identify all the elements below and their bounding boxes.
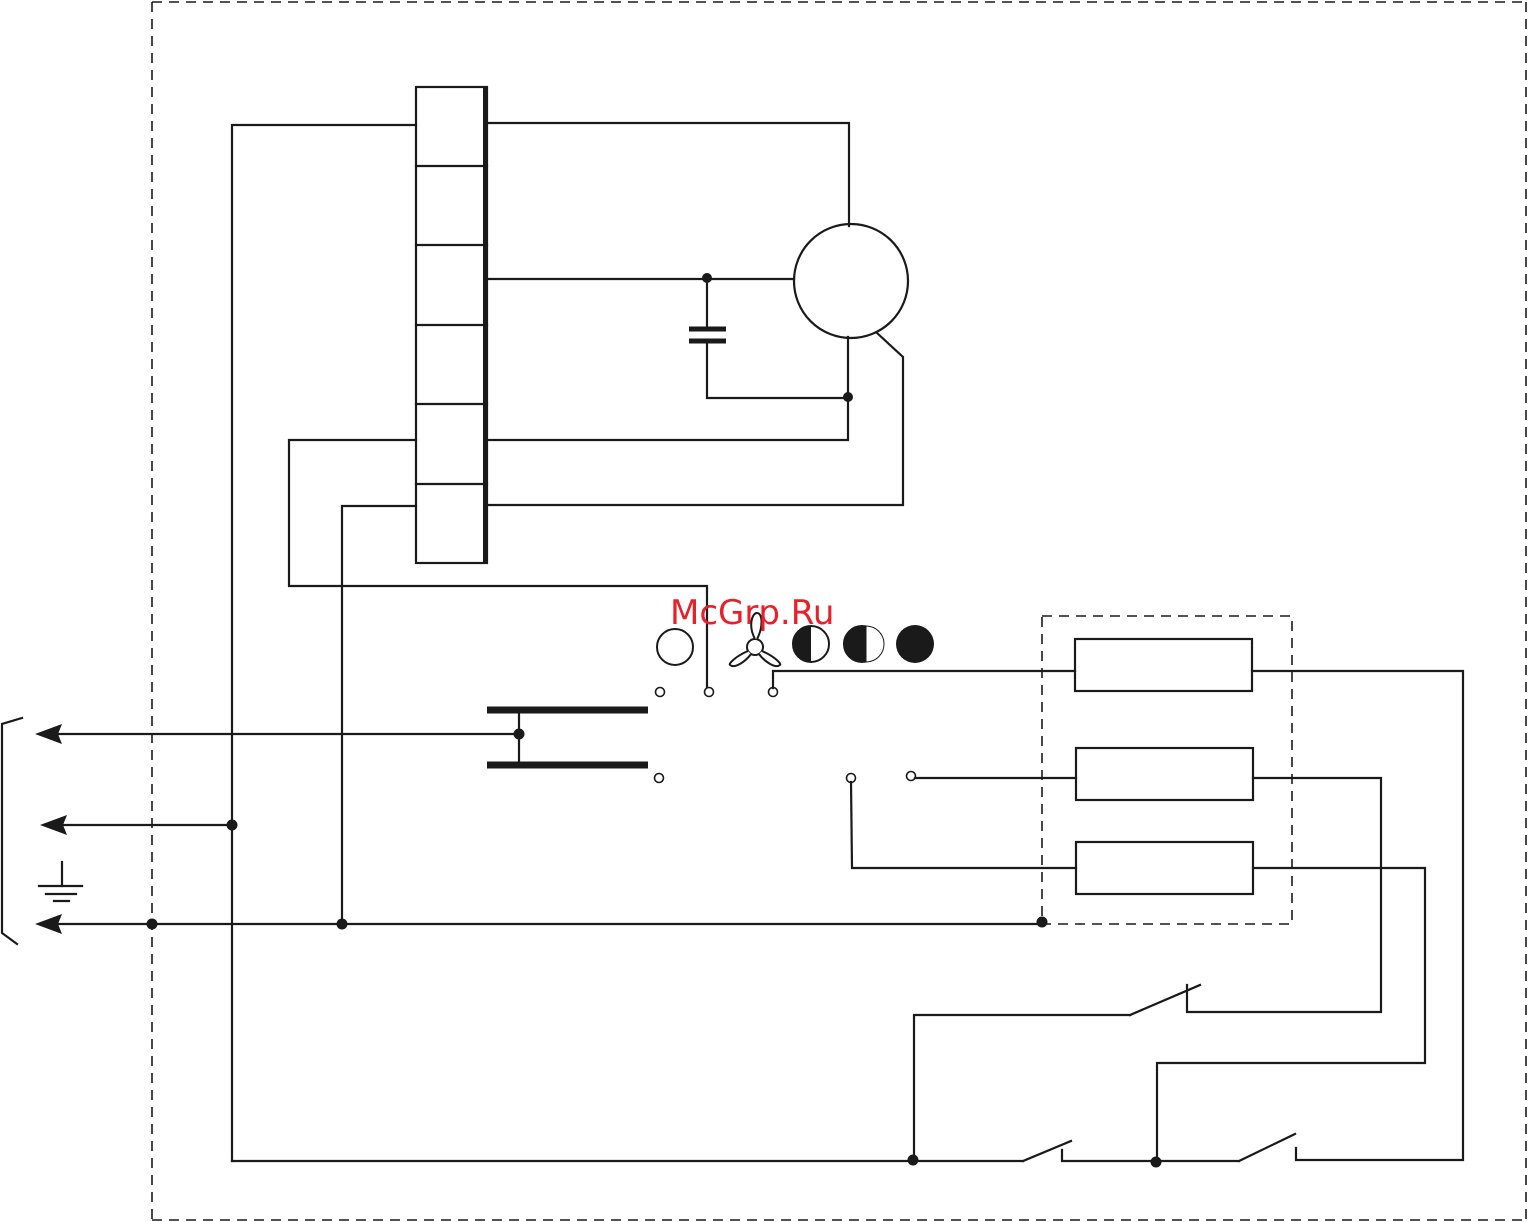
capacitor [689, 329, 726, 341]
connector-block [416, 87, 487, 563]
heating-elements [1075, 639, 1253, 894]
element-wiring [773, 671, 1463, 1161]
ground-symbol-icon [39, 862, 82, 901]
watermark-text: McGrp.Ru [670, 593, 834, 633]
heating-element-1 [1075, 639, 1252, 691]
heating-element-3 [1076, 842, 1253, 894]
supply-lines [2, 718, 1042, 944]
medium-heat-mode-icon [844, 626, 884, 662]
selector-switch [487, 688, 916, 783]
high-heat-mode-icon [896, 625, 934, 663]
off-mode-icon [657, 629, 693, 665]
enclosure-outline [152, 2, 1526, 1220]
thermal-switches [232, 985, 1295, 1161]
junctions [147, 273, 1162, 1168]
fan-motor [794, 224, 908, 338]
heating-element-2 [1076, 748, 1253, 800]
